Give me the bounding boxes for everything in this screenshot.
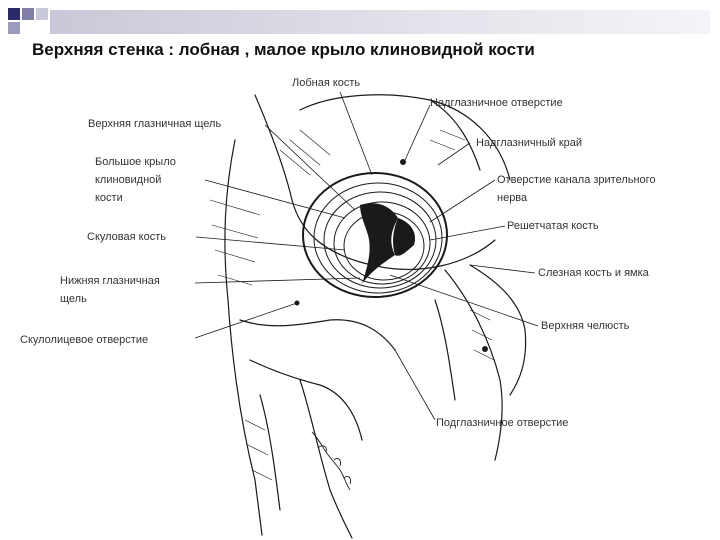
label-optic-canal-line-2: нерва [497,192,528,204]
label-ethmoid-bone: Решетчатая кость [507,220,599,232]
label-zygomaticofacial-foramen: Скулолицевое отверстие [20,334,149,346]
label-infraorbital-foramen: Подглазничное отверстие [436,417,569,429]
label-supraorbital-margin: Надглазничный край [476,137,583,149]
label-greater-wing-line-1: Большое крыло [95,156,176,168]
bullet-square [8,8,20,20]
label-frontal-bone: Лобная кость [292,77,361,89]
orbit-diagram [194,91,539,539]
label-maxilla: Верхняя челюсть [541,320,630,332]
label-inferior-orbital-fissure-line-2: щель [60,293,87,305]
label-superior-orbital-fissure: Верхняя глазничная щель [88,118,222,130]
label-lacrimal-bone: Слезная кость и ямка [538,267,649,279]
label-inferior-orbital-fissure-line-1: Нижняя глазничная [60,275,160,287]
label-greater-wing-line-2: клиновидной [95,174,162,186]
bullet-square [8,22,20,34]
label-zygomatic-bone: Скуловая кость [87,231,166,243]
slide-title: Верхняя стенка : лобная , малое крыло кл… [32,40,535,59]
header-gradient-bar [50,10,710,34]
bullet-square [22,8,34,20]
bullet-square [36,8,48,20]
label-optic-canal-line-1: Отверстие канала зрительного [497,174,656,186]
label-greater-wing-line-3: кости [95,192,123,204]
label-supraorbital-foramen: Надглазничное отверстие [430,97,563,109]
slide-bullet-decoration [8,8,88,34]
